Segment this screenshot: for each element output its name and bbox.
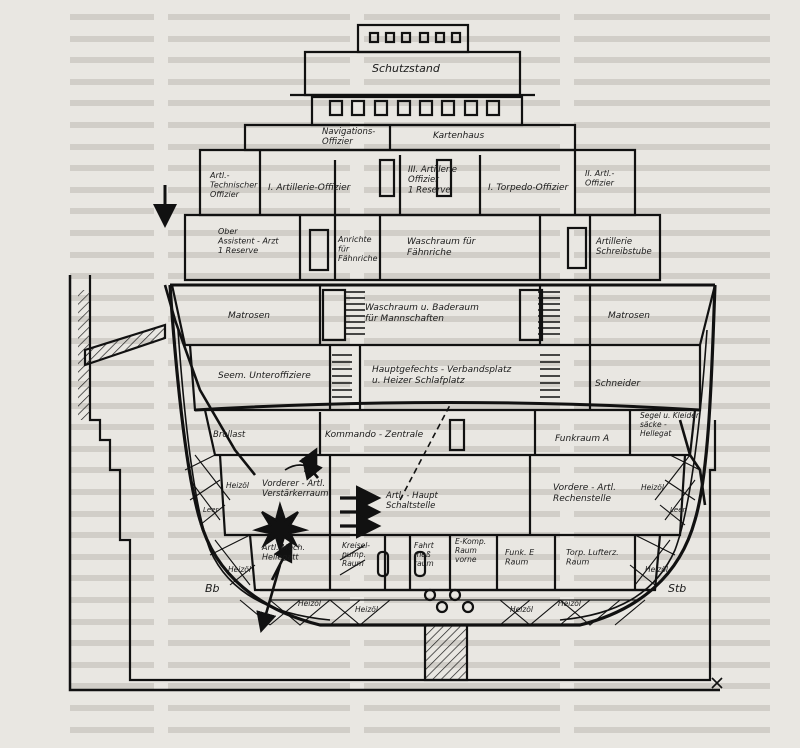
label-heizol-left: Heizöl [226,481,250,490]
label-vordere-artl-rech: Vordere - Artl.Rechenstelle [553,483,616,504]
structure-lines [68,23,723,692]
labels-group: Schutzstand Navigations-Offizier Kartenh… [203,62,700,614]
label-heizol-right: Heizöl [641,483,665,492]
label-heizol-3: Heizöl [228,565,252,574]
label-art1: I. Artillerie-Offizier [268,183,352,193]
label-bb: Bb [205,582,220,595]
label-matrosen-right: Matrosen [608,311,650,321]
label-heizol-8: Heizöl [558,599,582,608]
label-navigations: Navigations-Offizier [322,127,375,147]
label-kartenhaus: Kartenhaus [433,131,484,141]
label-seem-unteroff: Seem. Unteroffiziere [218,371,311,381]
label-artl-mech: Artl. Mech.Hellegatt [261,543,305,562]
label-kreiselpump: Kreisel-pump.Raum [341,541,370,568]
label-stb: Stb [668,582,686,595]
label-leer-left: Leer [203,506,220,514]
label-heizol-4: Heizöl [645,565,669,574]
label-brolast: Brollast [213,430,246,440]
label-vorderer-artl: Vorderer - Artl.Verstärkerraum [262,479,329,499]
label-heizol-6: Heizöl [355,605,379,614]
label-torpedo: I. Torpedo-Offizier [488,183,570,193]
label-schneider: Schneider [595,379,641,389]
label-funkraum-a: Funkraum A [555,434,609,444]
label-heizol-7: Heizöl [510,605,534,614]
label-heizol-5: Heizöl [298,599,322,608]
label-art2: II. Artl.-Offizier [585,169,615,188]
label-leer-right: Leer [670,506,687,514]
label-matrosen-left: Matrosen [228,311,270,321]
diagram-page: Schutzstand Navigations-Offizier Kartenh… [68,14,770,733]
label-torp-lufterz: Torp. Lufterz.Raum [566,548,619,567]
ship-cross-section: Schutzstand Navigations-Offizier Kartenh… [68,23,723,692]
label-kommando-zentrale: Kommando - Zentrale [325,430,424,440]
label-schutzstand: Schutzstand [372,62,441,75]
